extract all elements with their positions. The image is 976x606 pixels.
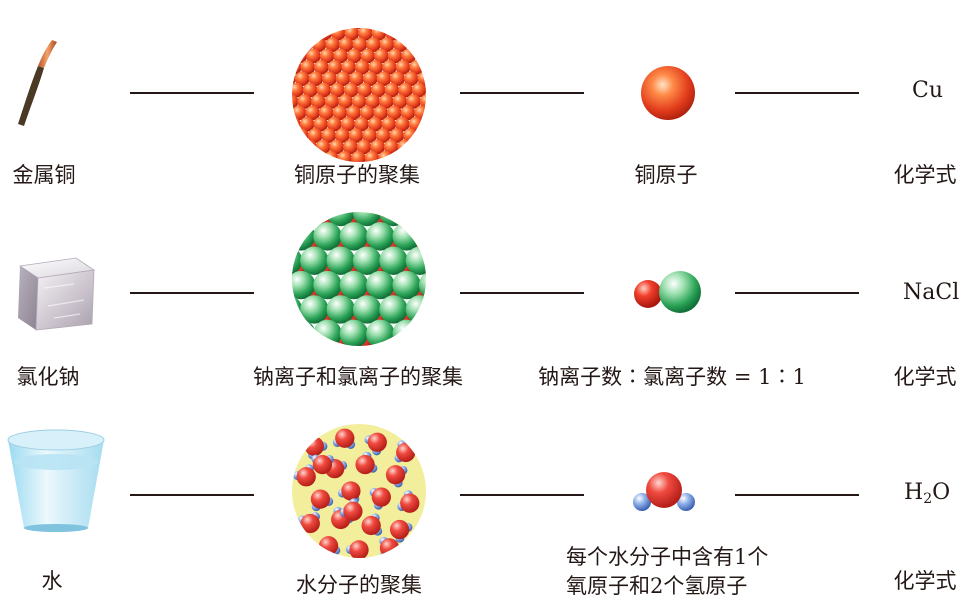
- connector-line: [460, 292, 584, 294]
- row-water: H2O 水 水分子的聚集 每个水分子中含有1个 氧原子和2个氢原子 化学式: [0, 402, 976, 602]
- connector-line: [735, 292, 859, 294]
- aggregate-label: 铜原子的聚集: [294, 163, 420, 187]
- copper-atom-image: [641, 66, 695, 120]
- salt-crystal-image: [18, 257, 96, 331]
- connector-line: [130, 292, 254, 294]
- particle-line-1: 每个水分子中含有1个: [566, 545, 769, 569]
- aggregate-label: 钠离子和氯离子的聚集: [253, 365, 463, 389]
- aggregate-label: 水分子的聚集: [296, 573, 422, 597]
- formula-o: O: [932, 480, 951, 505]
- substance-label: 金属铜: [12, 163, 76, 187]
- copper-atoms-aggregate-image: [292, 28, 426, 162]
- formula-caption: 化学式: [893, 365, 957, 389]
- substance-label: 氯化钠: [16, 365, 80, 389]
- row-copper: Cu 金属铜 铜原子的聚集 铜原子 化学式: [0, 0, 976, 200]
- formula-caption: 化学式: [893, 163, 957, 187]
- water-molecules-aggregate-image: [292, 424, 426, 558]
- copper-wire-image: [18, 40, 57, 126]
- ion-pair-image: [634, 271, 701, 313]
- row-sodium-chloride: NaCl 氯化钠 钠离子和氯离子的聚集 钠离子数∶氯离子数 = 1∶1 化学式: [0, 200, 976, 400]
- formula-nacl: NaCl: [903, 280, 960, 305]
- substance-label: 水: [41, 569, 63, 593]
- connector-line: [130, 92, 254, 94]
- connector-line: [735, 92, 859, 94]
- connector-line: [735, 494, 859, 496]
- formula-cu: Cu: [912, 78, 944, 103]
- connector-line: [460, 92, 584, 94]
- formula-h: H: [904, 480, 924, 505]
- connector-line: [130, 494, 254, 496]
- formula-h2o: H2O: [904, 480, 950, 507]
- water-molecule-image: [633, 472, 695, 511]
- particle-label: 铜原子: [634, 163, 698, 187]
- water-cup-image: [7, 429, 105, 532]
- particle-description: 每个水分子中含有1个 氧原子和2个氢原子: [566, 543, 768, 601]
- formula-caption: 化学式: [893, 569, 957, 593]
- particle-line-2: 氧原子和2个氢原子: [566, 574, 748, 598]
- ionic-lattice-image: [292, 212, 426, 346]
- particle-label: 钠离子数∶氯离子数 = 1∶1: [538, 365, 806, 389]
- formula-subscript: 2: [923, 491, 933, 507]
- connector-line: [460, 494, 584, 496]
